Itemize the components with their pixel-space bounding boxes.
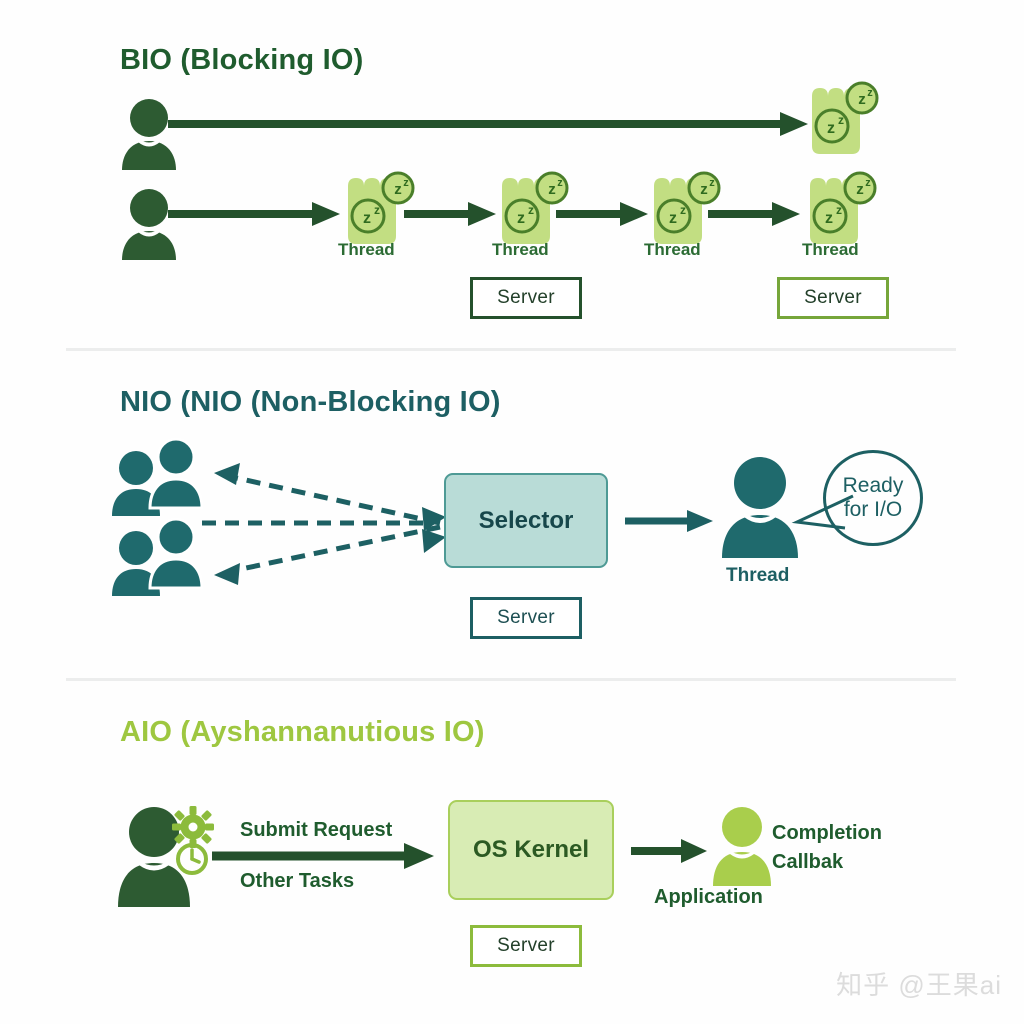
aio-gear-badge [172,806,214,848]
aio-kernel-label: OS Kernel [472,836,590,863]
arrow-right-icon [631,839,707,863]
nio-server-box[interactable]: Server [470,597,582,639]
person-icon [713,807,771,886]
svg-text:z: z [403,177,409,189]
nio-selector-box[interactable]: Selector [444,473,608,568]
clock-icon [176,843,208,875]
section-divider-1 [66,348,956,351]
nio-server-label: Server [497,607,555,628]
bio-thread-2-label: Thread [492,240,549,259]
svg-text:z: z [700,181,708,198]
nio-arrow-selector-thread [625,510,713,532]
bio-client-bottom [118,188,180,260]
nio-thread-person [715,455,805,560]
svg-text:z: z [680,203,686,217]
bio-thread-4-label: Thread [802,240,859,259]
svg-text:z: z [669,210,677,227]
svg-text:z: z [825,210,833,227]
svg-text:z: z [548,181,556,198]
aio-actor [112,805,208,910]
aio-callback-line1: Completion [772,822,882,844]
aio-arrow-to-kernel [212,843,434,869]
aio-callback-line2: Callbak [772,851,844,873]
svg-text:z: z [374,203,380,217]
bio-thread-row1: z z z z [802,81,880,164]
arrow-right-icon [708,202,800,226]
nio-ready-bubble: Ready for I/O [823,450,923,546]
bio-client-top [118,98,180,170]
thread-sleeping-icon: z z z z [654,171,721,244]
section-title-bio: BIO (Blocking IO) [120,44,364,76]
svg-text:z: z [709,177,715,189]
nio-thread-label: Thread [726,565,790,586]
aio-server-label: Server [497,935,555,956]
person-icon [122,99,176,170]
thread-sleeping-icon: z z z z [502,171,569,244]
bio-arrow-seg3 [556,202,648,226]
svg-text:z: z [517,210,525,227]
section-title-aio: AIO (Ayshannanutious IO) [120,716,485,748]
dashed-arrow-group-icon [202,463,446,585]
bio-thread-2: z z z z [492,171,570,254]
arrow-right-icon [168,202,340,226]
thread-sleeping-icon: z z z z [810,171,877,244]
bio-thread-1: z z z z [338,171,416,254]
nio-selector-label: Selector [478,506,574,534]
gear-icon [172,806,214,848]
svg-text:z: z [858,91,866,108]
aio-kernel-box[interactable]: OS Kernel [448,800,614,900]
bio-thread-1-label: Thread [338,240,395,259]
svg-text:z: z [865,177,871,189]
svg-text:z: z [528,203,534,217]
bio-arrow-seg2 [404,202,496,226]
svg-text:z: z [363,210,371,227]
bio-server-label-1: Server [497,287,555,308]
watermark: 知乎 @王果ai [836,970,1002,1000]
arrow-right-icon [168,112,808,136]
aio-clock-badge [174,841,210,877]
aio-application-label: Application [654,886,763,908]
svg-text:z: z [836,203,842,217]
person-icon [122,189,176,260]
svg-text:z: z [827,120,835,137]
nio-bubble-line1: Ready [842,473,904,497]
bio-server-box-2[interactable]: Server [777,277,889,319]
bio-arrow-seg1 [168,202,340,226]
aio-label-other-tasks: Other Tasks [240,870,355,892]
thread-sleeping-icon: z z z z [348,171,415,244]
arrow-right-icon [625,510,713,532]
people-group-icon [112,517,204,596]
svg-text:z: z [557,177,563,189]
person-icon [118,807,190,907]
arrow-right-icon [212,843,434,869]
person-icon [722,457,798,558]
svg-text:z: z [838,113,844,127]
svg-text:z: z [856,181,864,198]
bio-thread-4: z z z z [800,171,878,254]
nio-client-group-top [108,437,224,520]
bio-thread-3-label: Thread [644,240,701,259]
people-group-icon [112,437,204,516]
aio-label-submit-request: Submit Request [240,819,393,841]
aio-arrow-to-app [631,839,707,863]
thread-sleeping-icon: z z z z [812,81,879,154]
arrow-right-icon [404,202,496,226]
nio-client-group-bottom [108,517,224,600]
bio-server-label-2: Server [804,287,862,308]
nio-bubble-line2: for I/O [843,498,903,521]
svg-text:z: z [867,87,873,99]
section-divider-2 [66,678,956,681]
bio-arrow-row1 [168,112,808,136]
section-title-nio: NIO (NIO (Non-Blocking IO) [120,386,501,418]
svg-text:z: z [394,181,402,198]
arrow-right-icon [556,202,648,226]
aio-application-actor [708,806,778,888]
bio-arrow-seg4 [708,202,800,226]
aio-server-box[interactable]: Server [470,925,582,967]
nio-dashed-arrows [196,455,446,585]
bio-thread-3: z z z z [644,171,722,254]
bio-server-box-1[interactable]: Server [470,277,582,319]
